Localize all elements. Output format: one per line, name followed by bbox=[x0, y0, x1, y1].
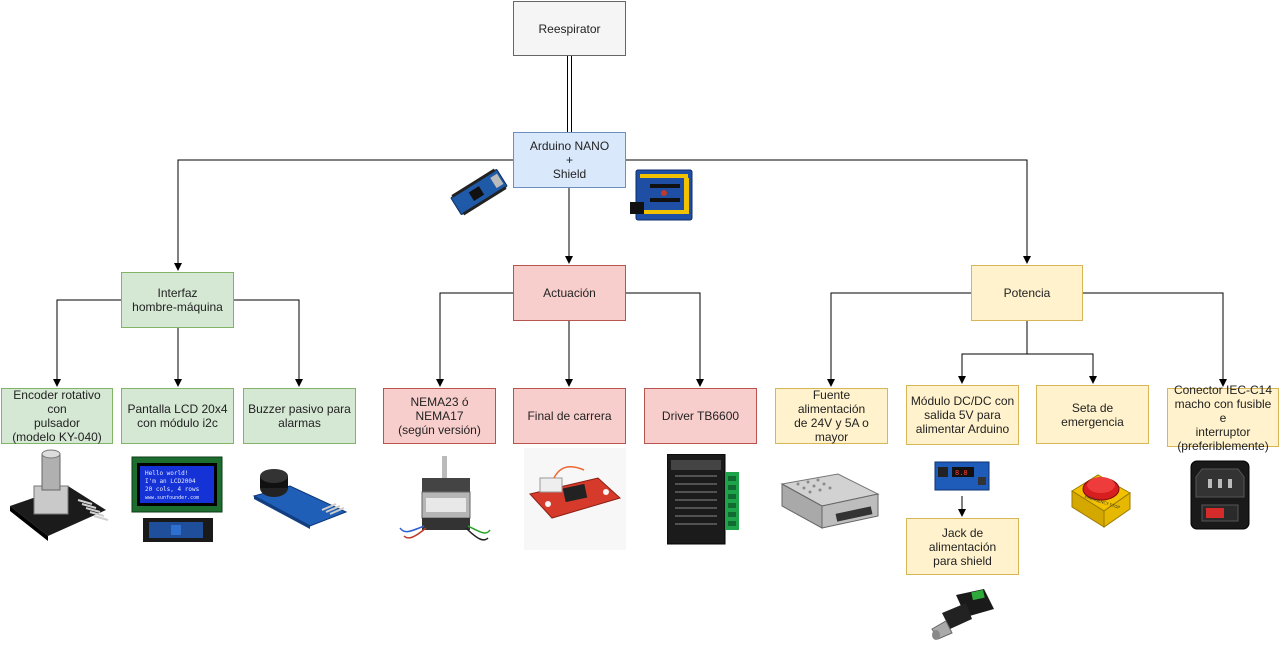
dc-jack-image bbox=[931, 589, 994, 640]
hmi-node: Interfaz hombre-máquina bbox=[121, 272, 234, 328]
iec-connector-image bbox=[1190, 460, 1250, 530]
root-node: Reespirator bbox=[513, 1, 626, 56]
lcd-line-3: 20 cols, 4 rows bbox=[145, 486, 200, 493]
power-supply-image bbox=[780, 473, 880, 529]
arduino-node: Arduino NANO + Shield bbox=[513, 132, 626, 188]
nema-node: NEMA23 ó NEMA17 (según versión) bbox=[383, 388, 496, 444]
endstop-image bbox=[524, 448, 626, 550]
svg-text:8.8: 8.8 bbox=[955, 469, 968, 477]
lcd-image: Hello world! I'm an LCD2004 20 cols, 4 r… bbox=[131, 456, 223, 542]
dcdc-module-image: 8.8 bbox=[934, 461, 990, 491]
encoder-node: Encoder rotativo con pulsador (modelo KY… bbox=[1, 388, 113, 444]
buzzer-node: Buzzer pasivo para alarmas bbox=[243, 388, 356, 444]
lcd-line-1: Hello world! bbox=[145, 470, 188, 477]
dcdc-node: Módulo DC/DC con salida 5V para alimenta… bbox=[906, 385, 1019, 445]
actuation-node: Actuación bbox=[513, 265, 626, 321]
driver-node: Driver TB6600 bbox=[644, 388, 757, 444]
encoder-image bbox=[10, 449, 109, 541]
arduino-nano-image bbox=[450, 168, 508, 216]
iec-node: Conector IEC-C14 macho con fusible e int… bbox=[1167, 383, 1279, 453]
endstop-node: Final de carrera bbox=[513, 388, 626, 444]
estop-node: Seta de emergencia bbox=[1036, 385, 1149, 444]
power-node: Potencia bbox=[971, 265, 1083, 321]
emergency-stop-image: EMERGENCY STOP bbox=[1071, 474, 1131, 528]
psu-node: Fuente alimentación de 24V y 5A o mayor bbox=[775, 388, 888, 444]
lcd-node: Pantalla LCD 20x4 con módulo i2c bbox=[121, 388, 234, 444]
buzzer-image bbox=[252, 469, 348, 529]
stepper-motor-image bbox=[399, 456, 491, 541]
lcd-line-4: www.sunfounder.com bbox=[145, 495, 199, 501]
jack-node: Jack de alimentación para shield bbox=[906, 518, 1019, 575]
nano-shield-image bbox=[630, 169, 693, 221]
lcd-line-2: I'm an LCD2004 bbox=[145, 478, 196, 485]
driver-image bbox=[667, 454, 739, 545]
